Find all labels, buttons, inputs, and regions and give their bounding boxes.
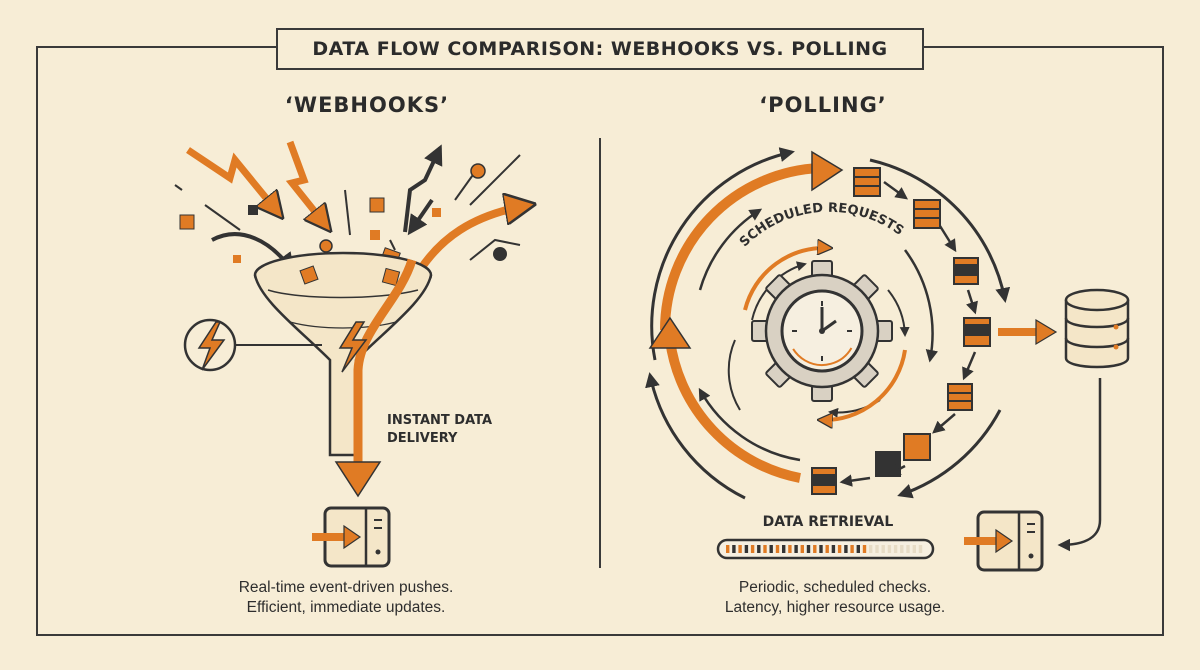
- retrieval-label: DATA RETRIEVAL: [763, 514, 894, 530]
- funnel-icon: [253, 251, 433, 498]
- polling-heading: ‘POLLING’: [759, 93, 887, 117]
- progress-segment: [918, 545, 923, 553]
- gear-clock-icon: [751, 260, 893, 402]
- panel-divider: [599, 138, 601, 568]
- progress-segment: [757, 545, 761, 553]
- progress-segment: [869, 545, 873, 553]
- progress-segment: [844, 545, 848, 553]
- progress-segment: [893, 545, 898, 553]
- progress-segment: [825, 545, 829, 553]
- progress-segment: [738, 545, 742, 553]
- progress-segment: [837, 545, 842, 553]
- polling-server-inbox-icon: [964, 510, 1044, 572]
- progress-segment: [800, 545, 804, 553]
- progress-segment: [862, 545, 867, 553]
- webhooks-caption-line1: Real-time event-driven pushes.: [238, 579, 454, 596]
- polling-caption-line2: Latency, higher resource usage.: [724, 599, 946, 616]
- funnel-label-line1: INSTANT DATA: [387, 413, 492, 428]
- progress-segment: [750, 545, 755, 553]
- progress-segment: [856, 545, 860, 553]
- progress-segment: [900, 545, 904, 553]
- progress-segment: [794, 545, 798, 553]
- progress-segment: [782, 545, 786, 553]
- progress-segment: [726, 545, 730, 553]
- retrieval-progress-bar: [716, 538, 935, 560]
- progress-segment: [912, 545, 916, 553]
- progress-segment: [831, 545, 836, 553]
- diagram-title: DATA FLOW COMPARISON: WEBHOOKS VS. POLLI…: [276, 28, 924, 70]
- progress-segment: [806, 545, 811, 553]
- progress-segment: [732, 545, 736, 553]
- server-inbox-icon: [312, 506, 391, 568]
- progress-segment: [813, 545, 817, 553]
- database-icon: [998, 288, 1130, 552]
- progress-segment: [887, 545, 892, 553]
- progress-segment: [881, 545, 885, 553]
- polling-caption: Periodic, scheduled checks. Latency, hig…: [655, 578, 1015, 618]
- progress-segment: [906, 545, 910, 553]
- funnel-label-line2: DELIVERY: [387, 431, 458, 446]
- lightning-icon: [183, 318, 322, 372]
- progress-segment: [788, 545, 792, 553]
- progress-segment: [850, 545, 854, 553]
- webhooks-heading: ‘WEBHOOKS’: [284, 93, 450, 117]
- polling-caption-line1: Periodic, scheduled checks.: [738, 579, 932, 596]
- progress-segment: [763, 545, 767, 553]
- webhooks-caption-line2: Efficient, immediate updates.: [246, 599, 446, 616]
- progress-segment: [875, 545, 879, 553]
- data-packet-icon: [811, 167, 991, 495]
- progress-segment: [775, 545, 780, 553]
- progress-segment: [819, 545, 823, 553]
- cycle-label: SCHEDULED REQUESTS: [737, 201, 906, 250]
- progress-segment: [769, 545, 773, 553]
- webhooks-caption: Real-time event-driven pushes. Efficient…: [166, 578, 526, 618]
- progress-segment: [744, 545, 749, 553]
